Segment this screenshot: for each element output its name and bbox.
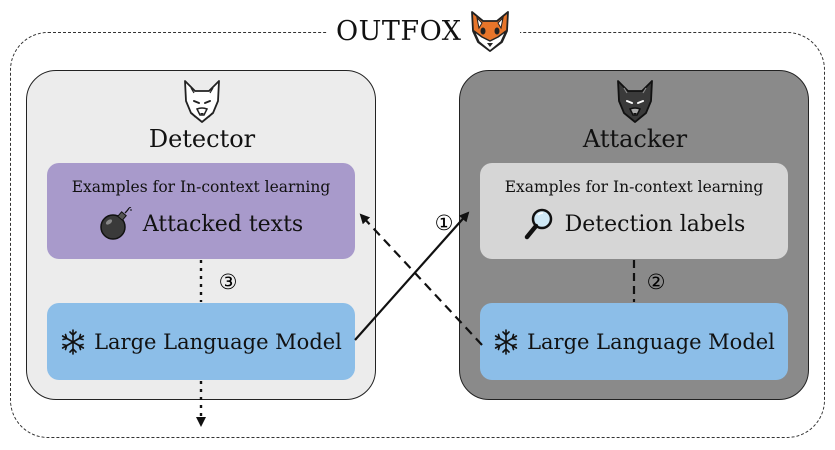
- attacker-title: Attacker: [582, 125, 688, 153]
- detector-title: Detector: [148, 125, 256, 153]
- outfox-title: OUTFOX: [328, 4, 520, 58]
- detection-labels-item: Detection labels: [480, 207, 788, 241]
- step-3-label: ③: [219, 270, 238, 294]
- bomb-icon: [100, 207, 132, 240]
- attacker-llm-label: Large Language Model: [527, 329, 775, 354]
- snowflake-icon: [494, 328, 518, 355]
- white-wolf-icon: [184, 80, 220, 123]
- black-wolf-icon: [617, 80, 653, 123]
- outfox-title-text: OUTFOX: [336, 15, 462, 47]
- attacker-examples-title: Examples for In-context learning: [504, 178, 764, 196]
- step-1-label: ①: [435, 211, 454, 235]
- snowflake-icon: [61, 328, 85, 355]
- arrow-step-1: [354, 211, 470, 341]
- attacked-texts-label: Attacked texts: [142, 211, 304, 237]
- detector-llm-label: Large Language Model: [94, 329, 342, 354]
- attacker-examples-box: Examples for In-context learning Detecti…: [480, 163, 788, 259]
- fox-icon: [470, 11, 509, 52]
- magnifier-icon: [524, 208, 552, 240]
- arrow-attack-feedback: [359, 213, 483, 346]
- attacker-llm-content: Large Language Model: [480, 303, 788, 380]
- attacker-llm-box: Large Language Model: [480, 303, 788, 380]
- detection-labels-label: Detection labels: [564, 211, 746, 237]
- detector-examples-title: Examples for In-context learning: [71, 178, 331, 196]
- attacked-texts-item: Attacked texts: [47, 207, 355, 241]
- detector-llm-content: Large Language Model: [47, 303, 355, 380]
- detector-examples-box: Examples for In-context learning Attacke…: [47, 163, 355, 259]
- step-2-label: ②: [647, 270, 666, 294]
- detector-llm-box: Large Language Model: [47, 303, 355, 380]
